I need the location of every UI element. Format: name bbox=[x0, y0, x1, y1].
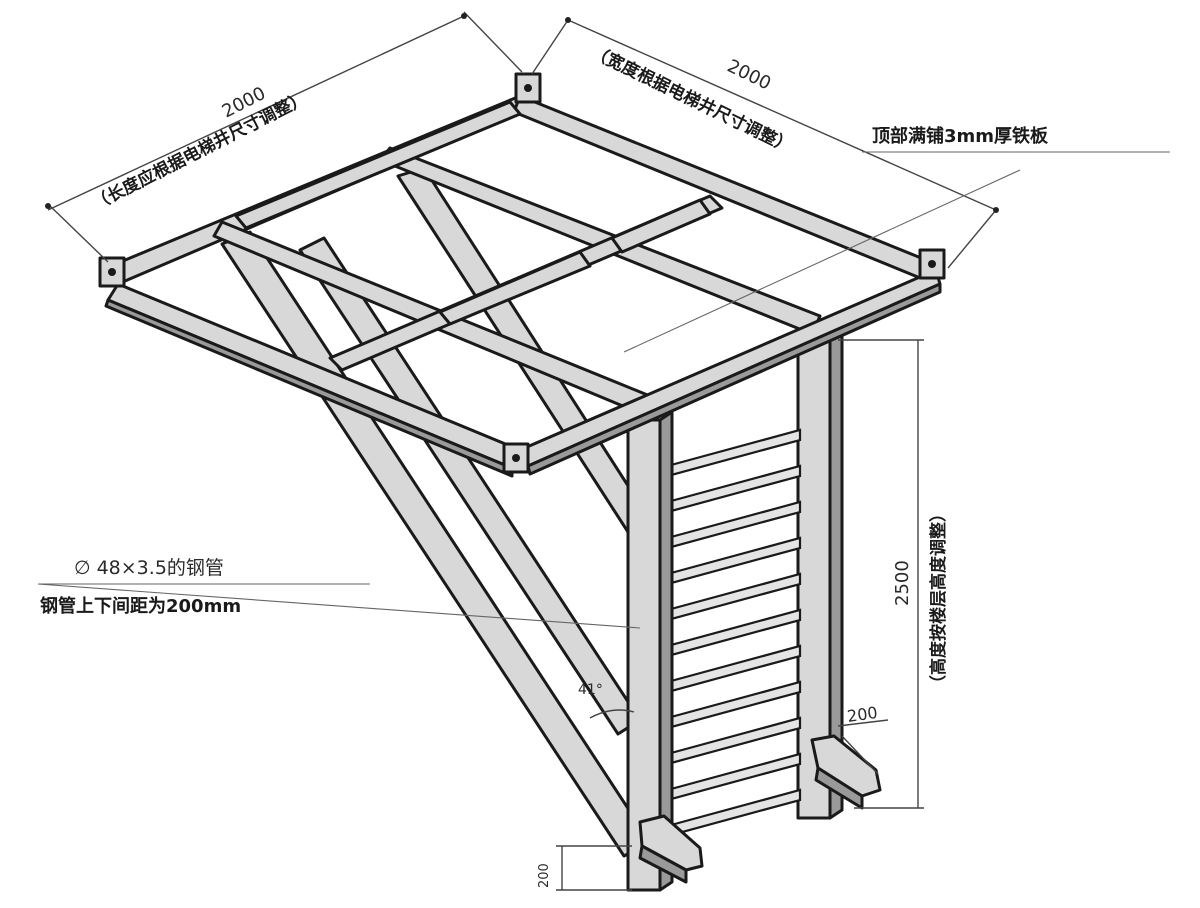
brace-angle: 41° bbox=[578, 682, 603, 698]
bottom-dimension: 200 bbox=[537, 863, 552, 888]
ladder-rungs bbox=[658, 428, 802, 840]
top-plate-note: 顶部满铺3mm厚铁板 bbox=[872, 125, 1049, 147]
height-note: （高度按楼层高度调整） bbox=[928, 505, 949, 692]
pipe-spacing: 钢管上下间距为200mm bbox=[40, 595, 241, 617]
purlin-4 bbox=[610, 198, 712, 254]
lug-front bbox=[502, 442, 530, 474]
width-dimension: 2000 bbox=[724, 56, 774, 95]
front-post bbox=[626, 410, 674, 892]
dimension-lines bbox=[37, 11, 1170, 891]
foot-dimension: 200 bbox=[846, 703, 879, 726]
diagonal-braces bbox=[220, 166, 652, 858]
base-plates bbox=[638, 734, 882, 884]
top-frame bbox=[98, 72, 946, 478]
purlin-1 bbox=[234, 100, 522, 230]
height-dimension: 2500 bbox=[892, 560, 913, 606]
pipe-spec: ∅ 48×3.5的钢管 bbox=[74, 557, 224, 579]
purlin-3 bbox=[438, 250, 592, 326]
